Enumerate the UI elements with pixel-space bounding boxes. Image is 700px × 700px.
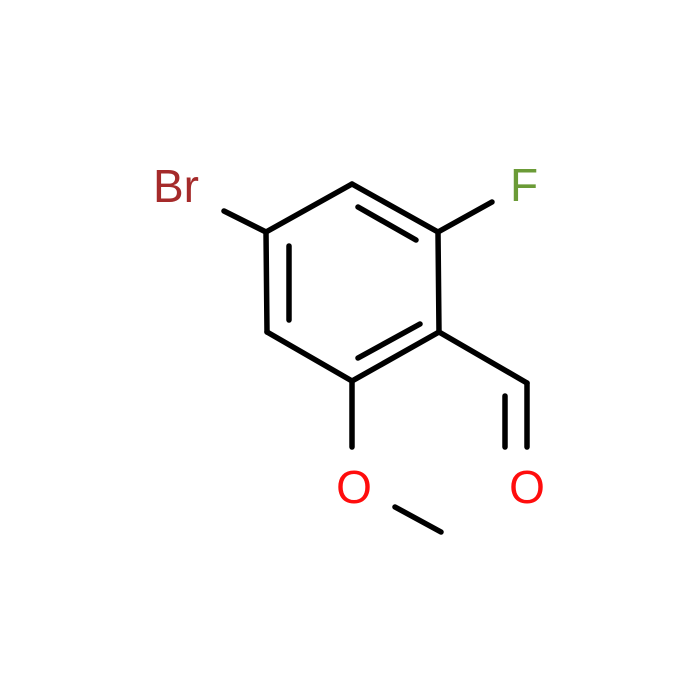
atom-label-o-carbonyl: O: [509, 461, 545, 513]
ring-bond-c5-c6: [264, 329, 355, 384]
ring-bond-c4-c5: [349, 329, 442, 384]
inner-double-bond-c4-c5: [355, 321, 423, 361]
atom-label-o-methoxy: O: [336, 461, 372, 513]
inner-double-bond-c2-c3: [355, 204, 419, 243]
bond-c4-cho: [436, 329, 530, 386]
atom-label-f: F: [510, 159, 538, 211]
ring-bond-c6-c1: [263, 229, 270, 335]
ring-bond-c2-c3: [349, 181, 441, 235]
ring-bond-c1-c2: [263, 181, 355, 235]
atom-label-br: Br: [153, 160, 199, 212]
ring-bond-c3-c4: [435, 229, 442, 335]
bond-c3-f: [435, 199, 495, 235]
bond-c1-br: [221, 208, 269, 235]
bond-o-methyl: [392, 504, 444, 535]
